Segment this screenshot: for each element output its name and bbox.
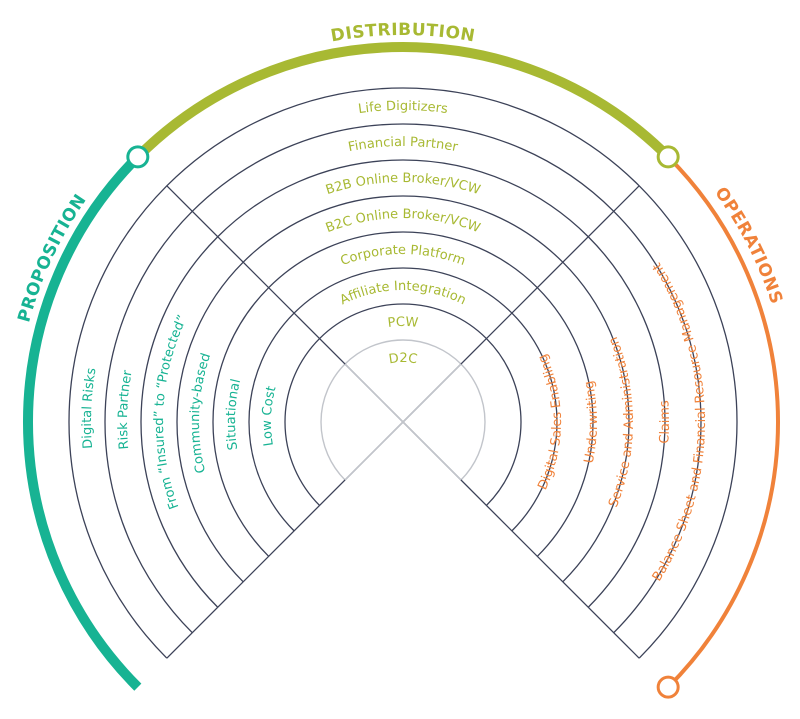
outer-arcs [23,42,780,699]
proposition-label: Risk Partner [116,368,136,450]
distribution-label: Financial Partner [347,135,460,155]
inner-divider [402,421,462,481]
operations-label: Digital Sales Enabling [535,352,565,493]
ring-arc [104,123,702,634]
proposition-label: Situational [224,378,244,451]
distribution-label: PCW [387,315,419,331]
distribution-label: Life Digitizers [357,99,449,117]
node-circle-left [126,145,150,169]
ring-arc [248,267,558,532]
ring-arc [176,195,630,583]
operations-label: Claims [657,400,673,444]
operations-label: Service and Administration [606,335,637,510]
ring-lines [68,87,738,659]
node-circle-right [656,145,680,169]
node-circle-bottom [656,675,680,699]
operations-arc [666,155,780,689]
inner-divider [402,363,462,423]
distribution-label: B2B Online Broker/VCW [324,171,482,198]
ring-arc [284,303,522,506]
proposition-label: Low Cost [260,385,280,448]
proposition-heading: PROPOSITION [14,191,90,325]
inner-divider [344,421,404,481]
operations-label: Underwriting [582,379,601,464]
ring-arc [212,231,594,557]
ring-arc [140,159,666,608]
proposition-label: Digital Risks [80,367,100,450]
distribution-arc [134,42,672,161]
distribution-label: Corporate Platform [339,243,468,269]
operations-heading: OPERATIONS [710,183,786,306]
proposition-label: Community-based [188,351,214,474]
inner-divider [344,363,404,423]
ring-arc [320,339,486,481]
ring-arc [68,87,738,659]
distribution-label: D2C [388,351,419,367]
proposition-arc [23,153,142,691]
